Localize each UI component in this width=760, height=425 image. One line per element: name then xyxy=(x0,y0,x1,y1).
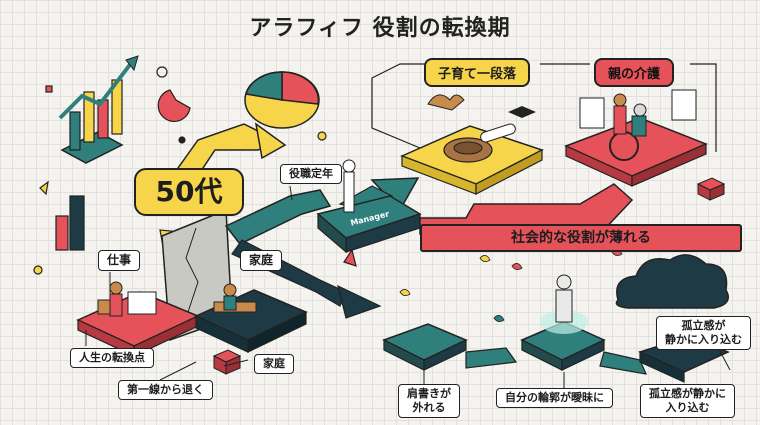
bar-chart-icon xyxy=(58,55,139,164)
manager-desk xyxy=(316,159,422,254)
dark-cloud xyxy=(615,254,729,309)
stacked-bars-icon xyxy=(55,195,85,251)
page-title: アラフィフ 役割の転換期 xyxy=(249,16,511,41)
home-platform xyxy=(194,283,308,353)
life-turning-point-label: 人生の転換点 xyxy=(70,348,154,368)
isolation-bottom-line1: 孤立感が静かに xyxy=(649,387,726,400)
family-label-bottom: 家庭 xyxy=(254,354,294,374)
isolation-bottom-line2: 入り込む xyxy=(665,400,710,414)
teal-arrow-manager xyxy=(224,177,420,245)
title-removed-line1: 肩書きが xyxy=(407,387,451,400)
nest-platform xyxy=(400,94,544,195)
isolation-cloud-line2: 静かに入り込む xyxy=(665,332,742,346)
label-leader-lines xyxy=(85,185,731,388)
family-label-top: 家庭 xyxy=(240,250,283,271)
isolation-bottom-label: 孤立感が静かに 入り込む xyxy=(640,384,735,418)
identity-vague-label: 自分の輪郭が曖昧に xyxy=(496,388,613,408)
frame-lines xyxy=(371,63,717,152)
work-label: 仕事 xyxy=(98,250,141,271)
title-removed-label: 肩書きが 外れる xyxy=(398,384,460,418)
pie-chart-icon xyxy=(157,71,320,129)
red-path-arrow xyxy=(419,183,634,235)
red-cube xyxy=(212,349,242,375)
kids-grown-label: 子育て一段落 xyxy=(424,58,531,87)
isolation-cloud-line1: 孤立感が xyxy=(681,319,726,332)
parent-care-label: 親の介護 xyxy=(594,58,675,87)
age-badge: 50代 xyxy=(134,168,244,216)
small-box xyxy=(696,177,726,201)
title-removed-line2: 外れる xyxy=(412,400,446,414)
work-platform xyxy=(76,281,200,357)
step-back-label: 第一線から退く xyxy=(118,380,213,400)
isolation-cloud-label: 孤立感が 静かに入り込む xyxy=(656,316,751,350)
retirement-label: 役職定年 xyxy=(280,164,342,184)
care-platform xyxy=(564,89,708,187)
falling-leaves xyxy=(399,249,623,322)
social-role-banner: 社会的な役割が薄れる xyxy=(420,224,742,252)
